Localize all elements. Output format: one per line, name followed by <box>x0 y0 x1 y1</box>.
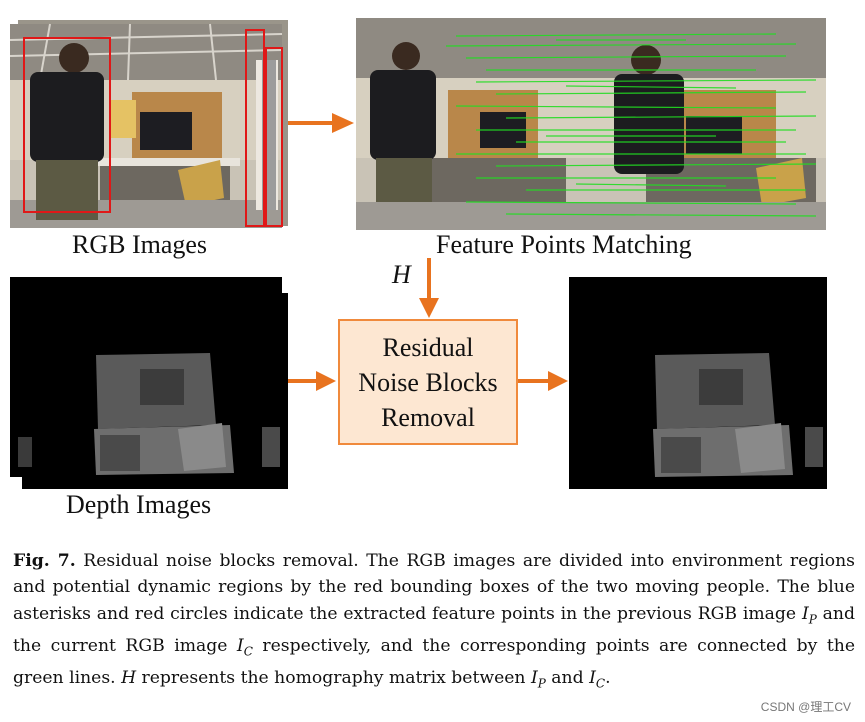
output-depth-image <box>569 277 827 489</box>
homography-symbol: H <box>392 260 411 289</box>
figure-label: Fig. 7. <box>13 551 76 571</box>
box-line-3: Removal <box>381 402 475 432</box>
feature-matching-label: Feature Points Matching <box>436 230 692 259</box>
ic2-symbol: IC <box>589 667 606 690</box>
noise-removal-box: Residual Noise Blocks Removal <box>338 319 518 445</box>
arrow-depth-to-box-icon <box>288 371 336 391</box>
caption-text-2: and the current RGB image <box>13 603 855 656</box>
box-line-1: Residual <box>382 332 474 362</box>
depth-image-stack <box>10 277 288 489</box>
ip2-symbol: IP <box>530 667 546 690</box>
ic-symbol: IC <box>236 635 253 659</box>
caption-text-1: Residual noise blocks removal. The RGB i… <box>13 551 855 624</box>
rgb-photo <box>10 23 283 228</box>
h-symbol: H <box>121 667 137 688</box>
matching-photo <box>356 18 826 230</box>
ip-symbol: IP <box>801 603 817 627</box>
arrow-to-box-icon <box>419 258 439 318</box>
arrow-to-matching-icon <box>288 113 354 133</box>
caption-text-4: represents the homography matrix between <box>136 667 531 688</box>
box-line-2: Noise Blocks <box>358 367 498 397</box>
rgb-image-stack <box>10 20 288 228</box>
watermark: CSDN @理工CV <box>760 700 851 714</box>
caption-text-3: respectively, and the corresponding poin… <box>13 635 856 688</box>
caption-text-5: and <box>545 667 590 688</box>
rgb-images-label: RGB Images <box>72 230 208 259</box>
figure-caption: Fig. 7. Residual noise blocks removal. T… <box>13 548 855 696</box>
arrow-box-to-output-icon <box>518 371 568 391</box>
depth-images-label: Depth Images <box>66 490 212 519</box>
caption-text-6: . <box>605 667 611 688</box>
